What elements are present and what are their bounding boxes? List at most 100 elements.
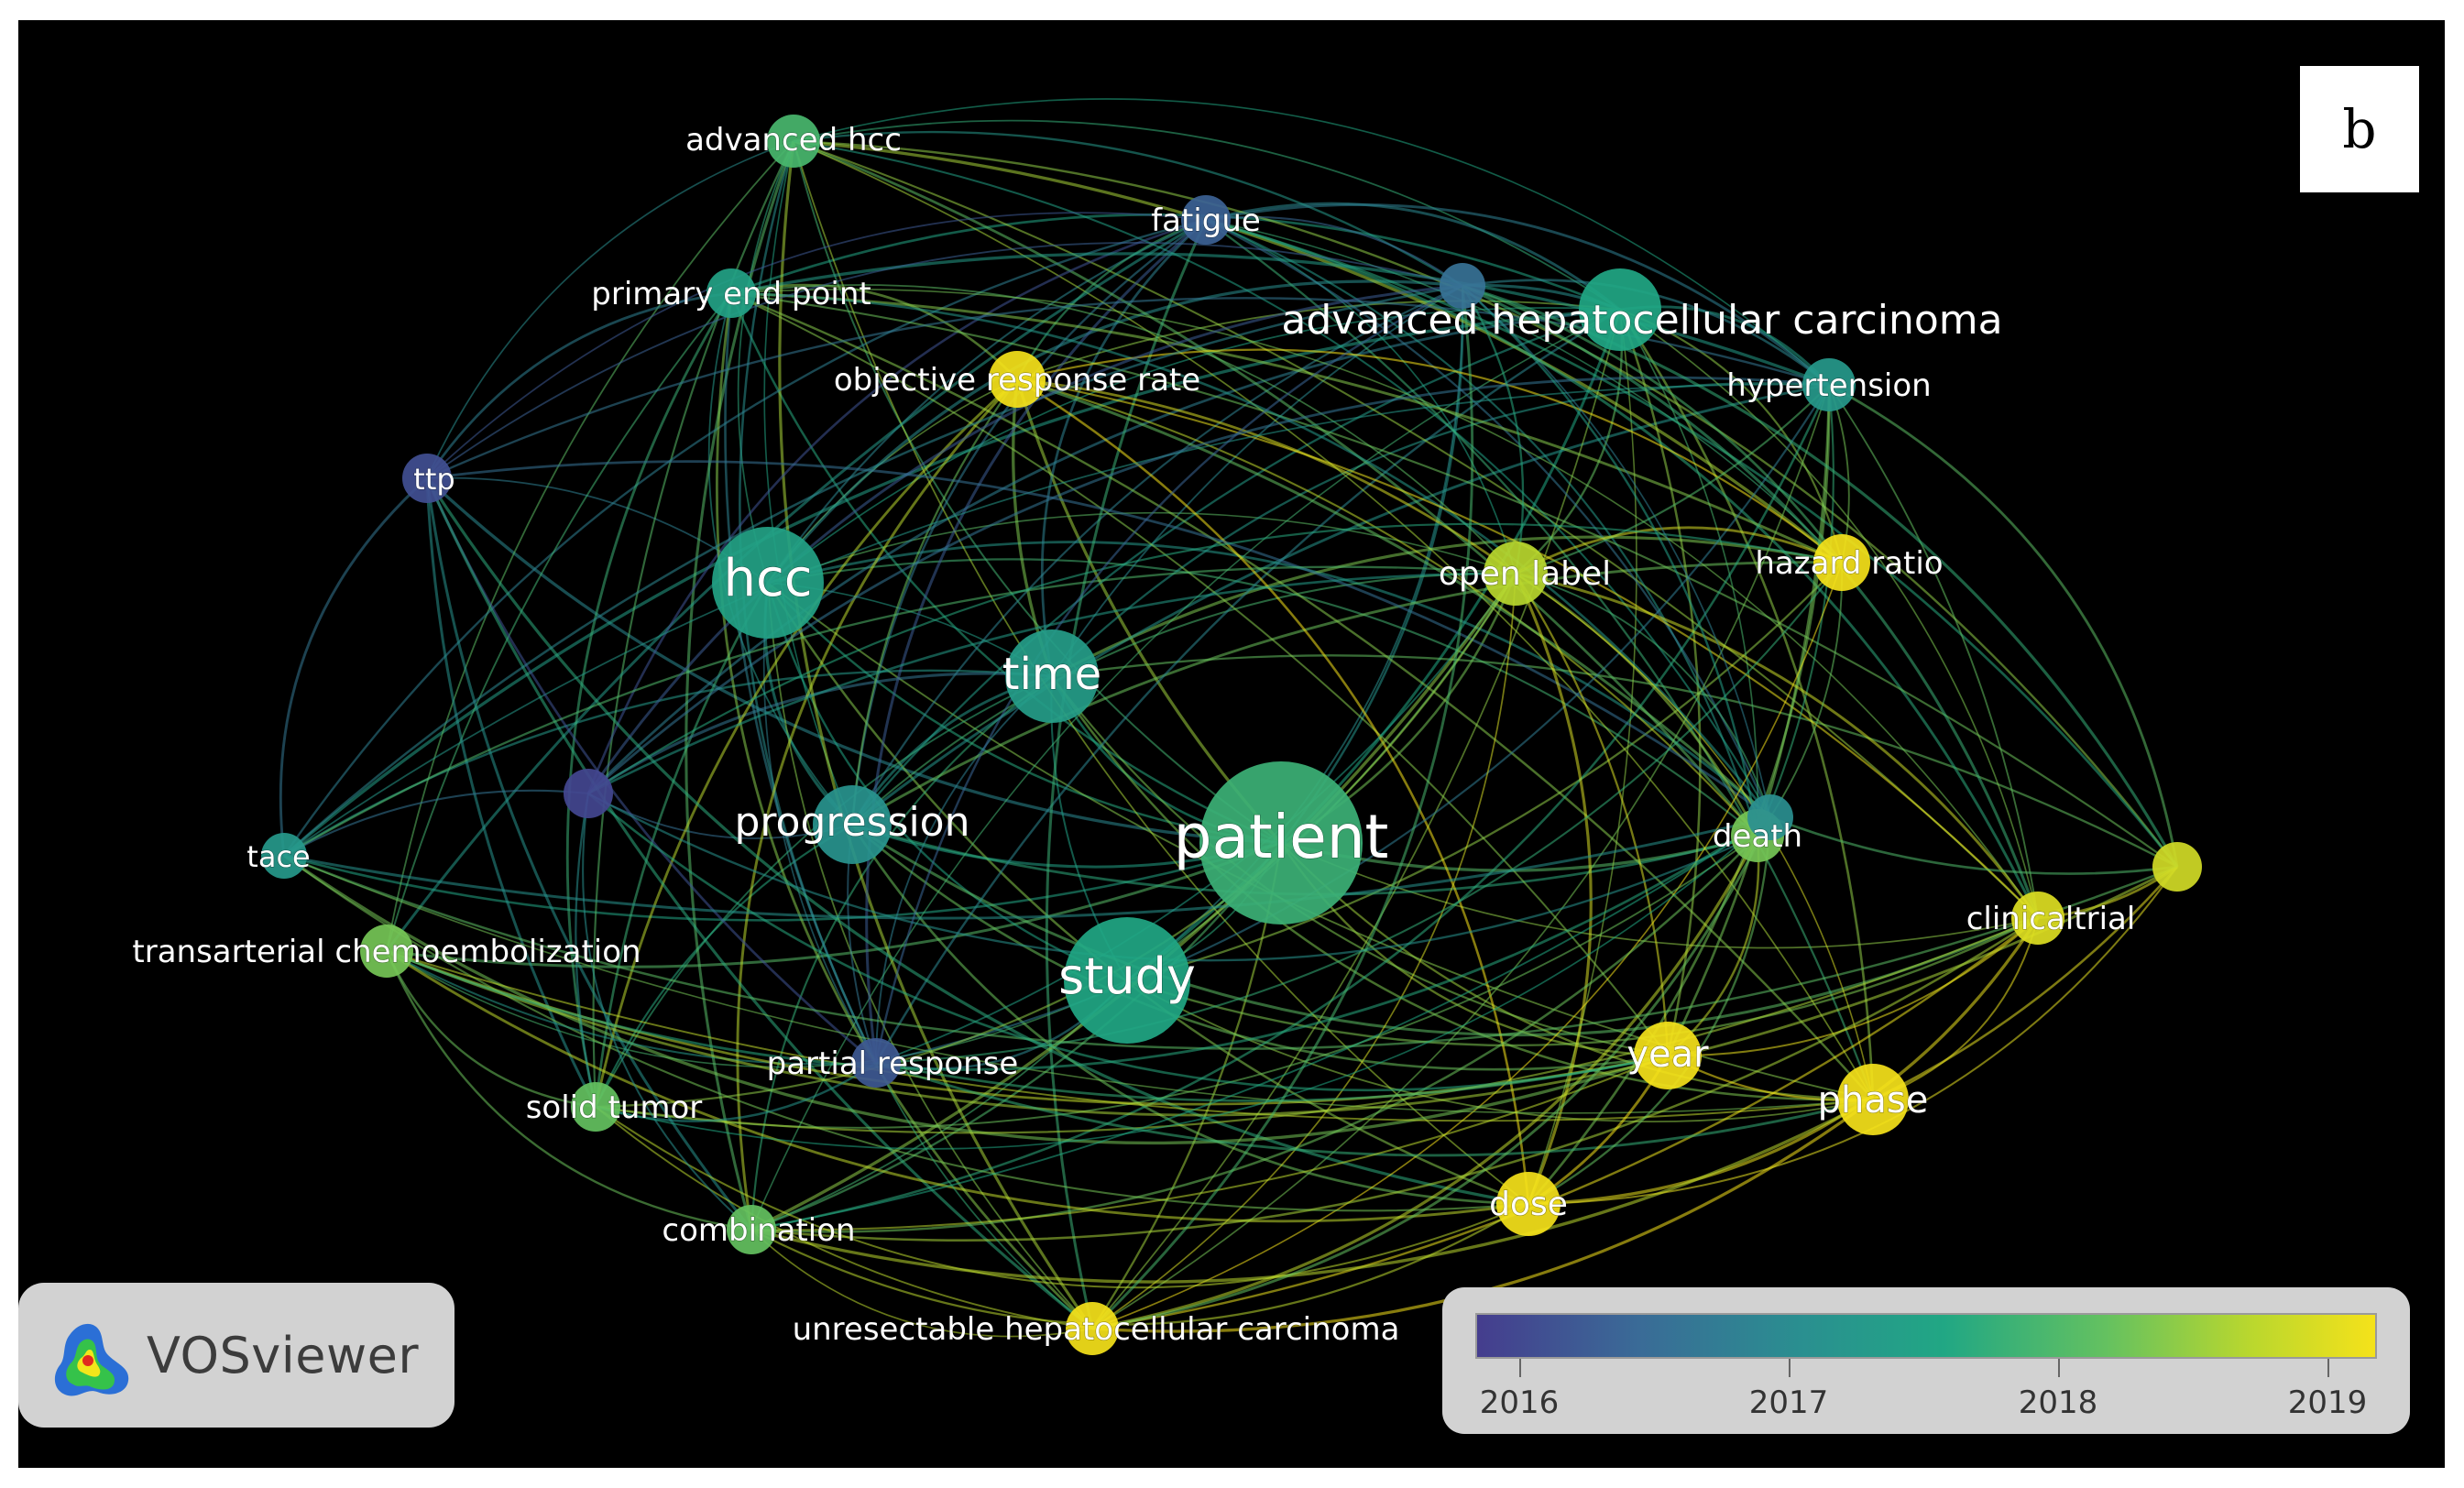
network-edge	[737, 140, 794, 584]
network-edges	[279, 98, 2179, 1338]
node-solid-tumor[interactable]	[571, 1082, 620, 1132]
network-edge	[1618, 309, 1875, 1100]
node-study[interactable]	[1064, 917, 1190, 1044]
network-edge	[767, 511, 1517, 584]
node-patient[interactable]	[1199, 761, 1363, 925]
node-label-open-label: open label	[1439, 555, 1611, 593]
network-edge	[283, 855, 1529, 1212]
network-edge	[586, 218, 1207, 794]
network-edge	[1769, 562, 1844, 818]
network-edge	[425, 477, 753, 1231]
node-label-tace: tace	[246, 839, 310, 874]
network-edge	[595, 916, 2039, 1134]
node-label-year: year	[1626, 1034, 1709, 1076]
network-edge	[582, 793, 752, 1231]
node-unlabeled-blue[interactable]	[1440, 263, 1485, 309]
node-partial-response[interactable]	[851, 1038, 901, 1088]
node-tace[interactable]	[261, 833, 307, 879]
network-edge	[750, 916, 2039, 1242]
network-edge	[1090, 285, 1474, 1330]
network-edge	[1045, 219, 1208, 1329]
legend-label-2018: 2018	[2018, 1384, 2098, 1421]
network-edge	[1016, 377, 1772, 819]
network-edge	[1205, 218, 2179, 868]
network-edge	[587, 522, 1843, 794]
network-edge	[1515, 384, 1830, 575]
legend-tick	[2327, 1359, 2329, 1377]
network-edge	[1667, 917, 2039, 1057]
network-edge	[1040, 218, 1207, 677]
network-edge	[386, 815, 1771, 1071]
network-edge	[1051, 654, 2178, 869]
network-edge	[793, 140, 2039, 919]
node-label-combination: combination	[662, 1212, 855, 1249]
node-label-hcc: hcc	[723, 549, 812, 608]
network-edge	[793, 119, 1621, 311]
network-edge	[1091, 573, 1517, 1329]
network-edge	[1016, 377, 1758, 837]
node-progression[interactable]	[813, 785, 892, 864]
node-hcc[interactable]	[712, 527, 824, 639]
node-open-label[interactable]	[1484, 542, 1548, 606]
node-transarterial-chemoembolization[interactable]	[360, 925, 413, 978]
node-advanced-hepatocellular-carcinoma[interactable]	[1579, 268, 1661, 351]
network-edge	[1757, 384, 1834, 837]
node-clinicaltrial[interactable]	[2011, 892, 2064, 945]
node-dose[interactable]	[1496, 1172, 1561, 1236]
node-label-partial-response: partial response	[767, 1045, 1019, 1082]
network-edge	[386, 140, 794, 952]
network-edge	[767, 582, 1093, 1329]
node-label-objective-response-rate: objective response rate	[834, 362, 1200, 399]
network-edge	[730, 213, 1621, 312]
network-edge	[1515, 526, 1843, 575]
network-edge	[851, 823, 1669, 1071]
node-advanced-hcc[interactable]	[767, 115, 820, 168]
network-edge	[283, 855, 1874, 1114]
legend-tick	[1519, 1359, 1521, 1377]
network-edge	[1462, 285, 1525, 574]
node-hypertension[interactable]	[1802, 358, 1856, 411]
vosviewer-brand: VOSviewer	[18, 1283, 454, 1428]
node-ttp[interactable]	[402, 454, 452, 503]
node-unresectable-hepatocellular-carcinoma[interactable]	[1066, 1302, 1119, 1355]
network-edge	[1091, 816, 1772, 1330]
network-edge	[730, 291, 2178, 868]
network-edge	[565, 292, 733, 1108]
network-edge	[283, 854, 1669, 1145]
node-unlabeled-lime[interactable]	[2152, 842, 2202, 892]
node-combination[interactable]	[727, 1205, 776, 1254]
network-edge	[1205, 215, 1463, 287]
network-edge	[587, 308, 1621, 794]
node-unlabeled-purple[interactable]	[564, 769, 613, 818]
network-edge	[426, 460, 1771, 819]
network-edge	[283, 815, 1771, 920]
node-label-unresectable-hepatocellular-carcinoma: unresectable hepatocellular carcinoma	[793, 1311, 1400, 1348]
network-edge	[762, 582, 877, 1064]
node-year[interactable]	[1634, 1022, 1702, 1089]
network-edge	[1205, 219, 1843, 563]
network-edge	[1462, 284, 1844, 563]
vosviewer-brand-name: VOSviewer	[147, 1326, 420, 1384]
node-time[interactable]	[1005, 629, 1099, 723]
network-edge	[750, 1098, 1874, 1284]
network-edge	[736, 377, 1019, 1231]
node-fatigue[interactable]	[1181, 195, 1231, 245]
node-objective-response-rate[interactable]	[989, 351, 1046, 408]
node-label-advanced-hcc: advanced hcc	[685, 122, 902, 159]
network-edge	[1126, 979, 1874, 1122]
vosviewer-logo-icon	[54, 1323, 129, 1396]
network-edge	[750, 835, 1758, 1233]
node-phase[interactable]	[1837, 1064, 1909, 1135]
network-edge	[386, 841, 1282, 968]
network-edge	[587, 792, 1669, 1092]
network-edge	[426, 241, 1463, 479]
network-edge	[730, 291, 1843, 564]
node-primary-end-point[interactable]	[706, 268, 756, 318]
network-edge	[715, 292, 1093, 1330]
network-edge	[750, 309, 1621, 1231]
node-unlabeled-teal[interactable]	[1747, 794, 1793, 840]
node-hazard-ratio[interactable]	[1813, 534, 1870, 591]
network-edge	[750, 979, 1128, 1231]
